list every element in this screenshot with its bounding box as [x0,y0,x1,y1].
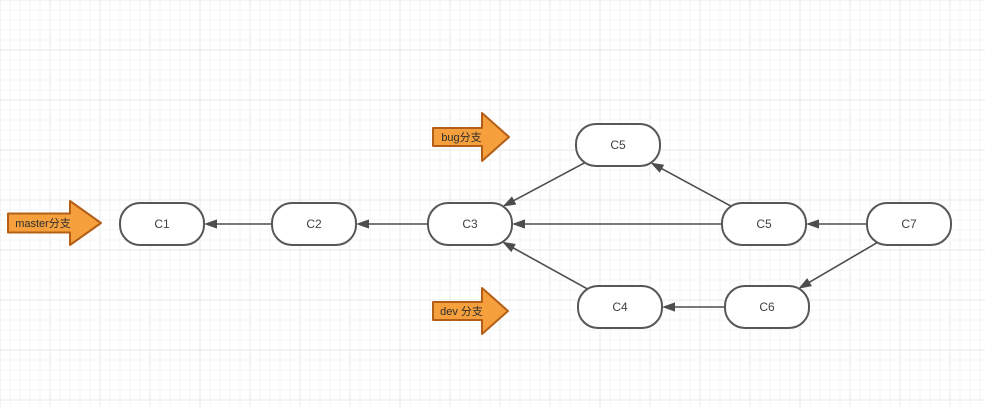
commit-node-c6[interactable]: C6 [724,285,810,329]
edge-c7-c6[interactable] [798,241,879,289]
edge-c5mid-c5top[interactable] [650,162,732,208]
branch-arrow-label: bug分支 [441,131,481,144]
edge-c3-c2[interactable] [356,219,428,229]
commit-node-shape[interactable] [575,123,661,167]
arrowhead [662,302,675,312]
edge-c7-c5mid[interactable] [806,219,867,229]
arrowhead [356,219,369,229]
arrowhead [512,219,525,229]
branch-arrow-label: master分支 [15,217,71,230]
arrowhead [502,241,516,253]
commit-node-c5mid[interactable]: C5 [721,202,807,246]
edge-line [510,245,589,290]
commit-node-label: C5 [756,217,772,231]
commit-node-shape[interactable] [721,202,807,246]
commit-node-label: C6 [759,300,775,314]
arrowhead [806,219,819,229]
arrowhead [650,162,665,173]
edge-c4-c3[interactable] [502,241,589,290]
branch-label-bug[interactable]: bug分支 [432,112,510,162]
branch-arrow-shape[interactable] [432,112,510,162]
commit-node-shape[interactable] [119,202,205,246]
edge-c6-c4[interactable] [662,302,725,312]
commit-node-c4[interactable]: C4 [577,285,663,329]
commit-node-shape[interactable] [724,285,810,329]
commit-node-label: C4 [612,300,628,314]
arrowhead [204,219,217,229]
commit-node-c7[interactable]: C7 [866,202,952,246]
commit-node-c3[interactable]: C3 [427,202,513,246]
branch-arrow-label: dev 分支 [440,305,483,318]
commit-node-label: C5 [610,138,626,152]
commit-node-c2[interactable]: C2 [271,202,357,246]
commit-node-label: C2 [306,217,322,231]
arrowhead [798,278,812,289]
commit-node-label: C3 [462,217,478,231]
branch-label-master[interactable]: master分支 [7,200,102,246]
commit-node-c5top[interactable]: C5 [575,123,661,167]
edges [204,161,879,312]
commit-node-shape[interactable] [866,202,952,246]
commit-node-shape[interactable] [577,285,663,329]
edge-line [658,166,732,208]
commit-node-c1[interactable]: C1 [119,202,205,246]
branch-labels: master分支 bug分支 dev 分支 [7,112,510,335]
commit-node-label: C1 [154,217,170,231]
branch-arrow-shape[interactable] [7,200,102,246]
edge-c5top-c3[interactable] [502,161,586,207]
branch-label-dev[interactable]: dev 分支 [432,287,509,335]
edge-c2-c1[interactable] [204,219,272,229]
branch-arrow-shape[interactable] [432,287,509,335]
commit-node-shape[interactable] [427,202,513,246]
edge-line [806,241,879,285]
arrowhead [502,196,517,207]
edge-line [511,161,586,203]
edge-c5mid-c3[interactable] [512,219,722,229]
commit-node-shape[interactable] [271,202,357,246]
commit-node-label: C7 [901,217,917,231]
